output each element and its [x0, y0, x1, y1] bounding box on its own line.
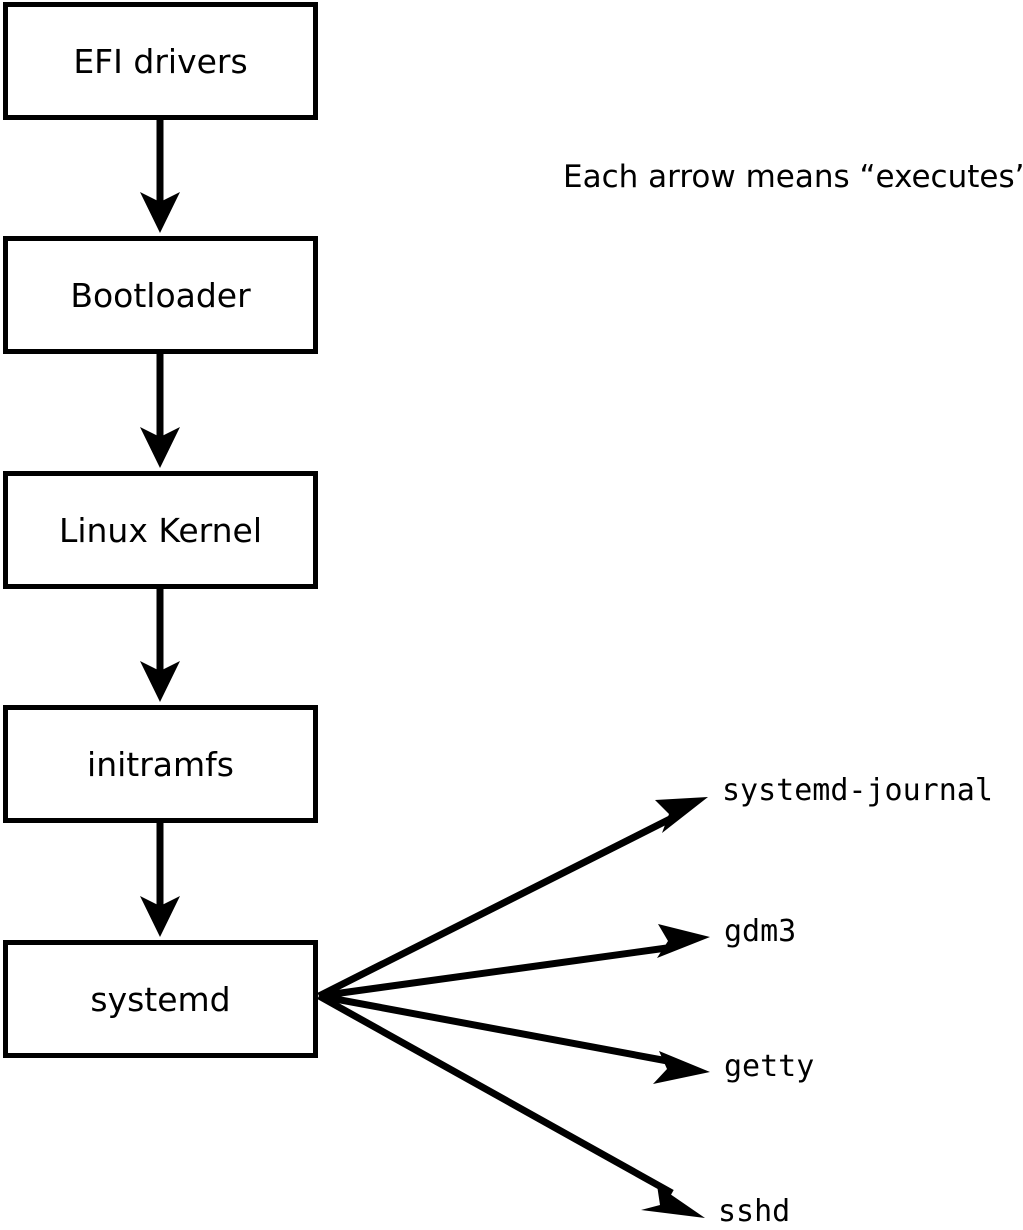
node-label-systemd: systemd: [90, 979, 231, 1019]
arrow-linux-kernel-to-initramfs: [140, 589, 180, 702]
node-box-efi-drivers[interactable]: EFI drivers: [3, 2, 318, 120]
node-box-linux-kernel[interactable]: Linux Kernel: [3, 471, 318, 589]
node-label-bootloader: Bootloader: [70, 275, 251, 315]
node-label-initramfs: initramfs: [87, 744, 234, 784]
arrow-efi-drivers-to-bootloader: [140, 120, 180, 233]
node-label-gdm3: gdm3: [724, 914, 797, 949]
arrow-systemd-to-sshd: [317, 992, 705, 1218]
arrow-systemd-to-systemd-journal: [317, 797, 708, 1000]
arrow-initramfs-to-systemd: [140, 823, 180, 937]
node-label-systemd-journal: systemd-journal: [722, 773, 993, 808]
node-label-efi-drivers: EFI drivers: [73, 41, 248, 81]
node-box-bootloader[interactable]: Bootloader: [3, 236, 318, 354]
node-box-initramfs[interactable]: initramfs: [3, 705, 318, 823]
arrow-systemd-to-gdm3: [318, 924, 710, 1000]
node-label-getty: getty: [724, 1049, 815, 1084]
node-label-sshd: sshd: [718, 1194, 791, 1229]
arrow-bootloader-to-linux-kernel: [140, 354, 180, 468]
legend-note: Each arrow means “executes”.: [563, 159, 1023, 195]
node-box-systemd[interactable]: systemd: [3, 940, 318, 1058]
arrow-systemd-to-getty: [318, 992, 710, 1084]
node-label-linux-kernel: Linux Kernel: [58, 510, 263, 550]
